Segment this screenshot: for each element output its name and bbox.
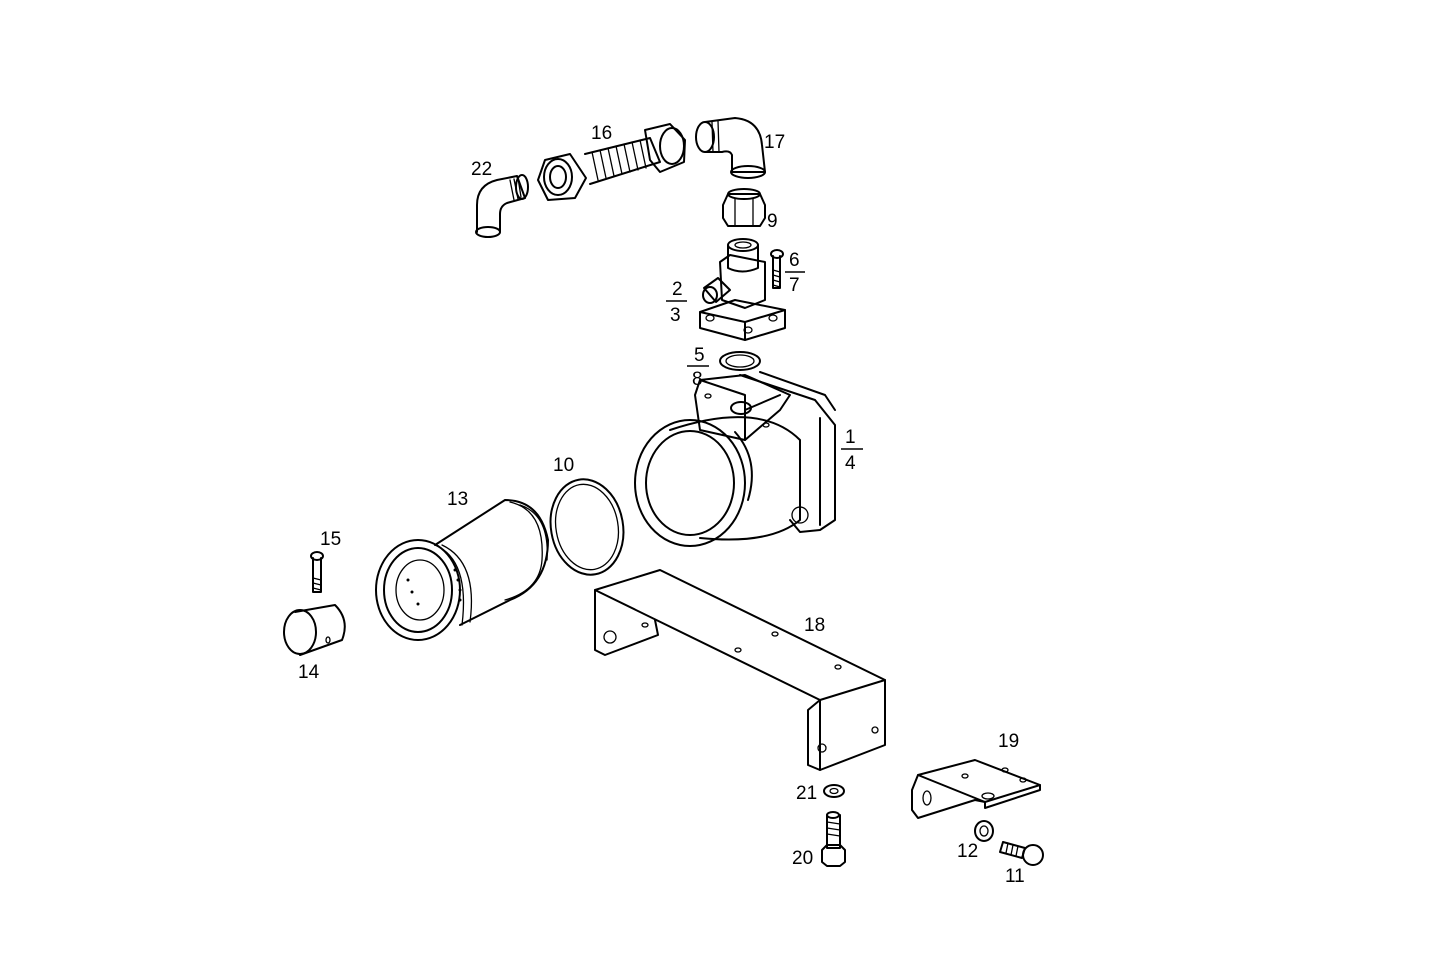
part-labels: 22 16 17 9 6 7 2 3 5 8 1 4 10 13 15 14 1… <box>298 123 1025 887</box>
label-12: 12 <box>957 841 978 862</box>
label-1: 1 <box>845 427 856 448</box>
label-17: 17 <box>764 132 785 153</box>
part-5-8-o-ring[interactable] <box>719 351 761 371</box>
part-21-washer[interactable] <box>823 784 845 798</box>
part-11-bolt[interactable] <box>999 841 1044 866</box>
part-2-3-valve-assembly[interactable] <box>699 238 786 341</box>
part-9-nut[interactable] <box>722 188 766 227</box>
part-20-bolt[interactable] <box>821 811 846 867</box>
label-7: 7 <box>789 275 800 296</box>
part-18-mounting-bracket[interactable] <box>594 569 886 771</box>
part-10-gasket-ring[interactable] <box>543 473 631 580</box>
label-4: 4 <box>845 453 856 474</box>
label-19: 19 <box>998 731 1019 752</box>
part-13-reducer-cone[interactable] <box>375 499 549 641</box>
label-14: 14 <box>298 662 320 683</box>
part-6-7-screw[interactable] <box>770 249 784 289</box>
label-20: 20 <box>792 848 813 869</box>
label-11: 11 <box>1005 866 1025 887</box>
part-22-elbow-fitting[interactable] <box>475 174 529 238</box>
part-17-elbow[interactable] <box>695 117 766 179</box>
label-6: 6 <box>789 250 800 271</box>
label-21: 21 <box>796 783 817 804</box>
part-12-nut[interactable] <box>974 820 994 842</box>
label-16: 16 <box>591 123 612 144</box>
label-10: 10 <box>553 455 574 476</box>
label-22: 22 <box>471 159 492 180</box>
label-2: 2 <box>672 279 683 300</box>
part-14-cap[interactable] <box>283 604 346 656</box>
part-16-flexible-hose[interactable] <box>537 123 686 201</box>
label-15: 15 <box>320 529 341 550</box>
label-5: 5 <box>694 345 705 366</box>
label-8: 8 <box>692 369 703 390</box>
part-19-small-bracket[interactable] <box>911 759 1041 819</box>
part-15-screw[interactable] <box>310 551 324 593</box>
label-13: 13 <box>447 489 468 510</box>
part-1-4-housing[interactable] <box>634 371 836 547</box>
label-3: 3 <box>670 305 681 326</box>
label-18: 18 <box>804 615 825 636</box>
label-9: 9 <box>767 211 778 232</box>
